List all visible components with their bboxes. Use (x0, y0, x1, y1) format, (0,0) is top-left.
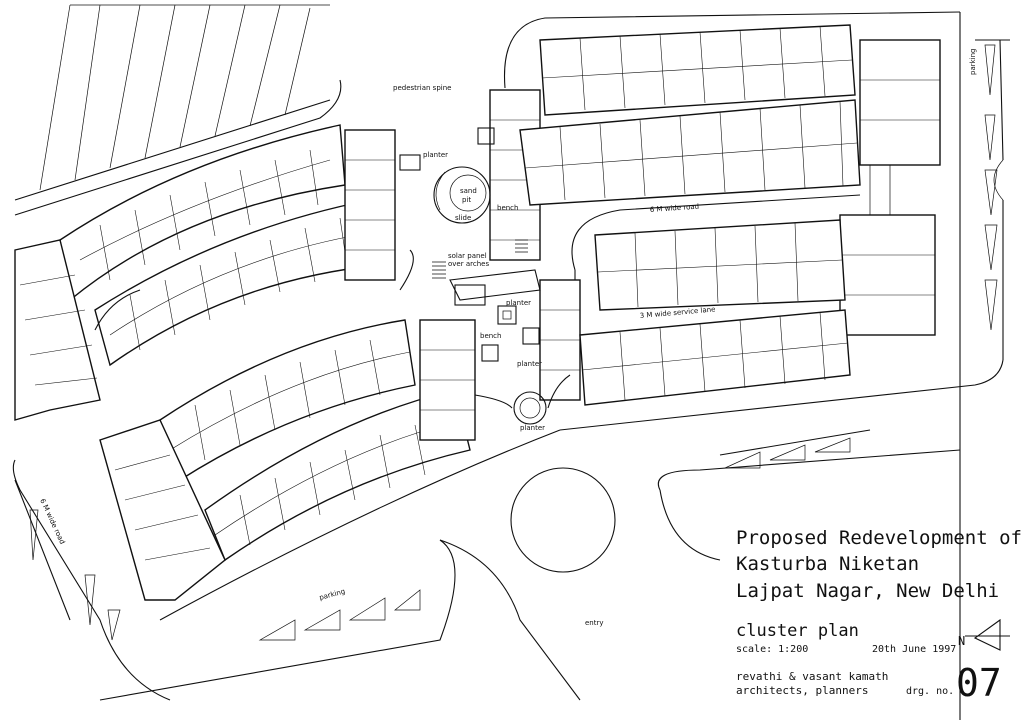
title-line-3: Lajpat Nagar, New Delhi (736, 580, 999, 602)
firm-line-2: architects, planners (736, 684, 868, 697)
housing-block-lower-left-end (99, 419, 226, 601)
drawing-number: 07 (956, 661, 1002, 705)
label-entry: entry (585, 619, 604, 627)
label-solar-panel: solar panel (448, 252, 487, 260)
housing-block-g (594, 219, 846, 311)
label-planter-middle: planter (506, 299, 531, 307)
housing-block-f (519, 99, 861, 206)
drawing-title: cluster plan (736, 621, 859, 641)
internal-road-curves (94, 194, 861, 331)
drawing-scale: scale: 1:200 (736, 644, 808, 655)
label-sand: sand (460, 187, 477, 195)
road-edges-top (503, 11, 1010, 720)
drg-no-label: drg. no. (906, 686, 954, 697)
parking-triangles-right (559, 39, 1004, 431)
label-6m-road-top: 6 M wide road (650, 203, 700, 214)
north-mark: N (958, 634, 965, 648)
label-parking-right: parking (969, 49, 977, 76)
central-spine-blocks (344, 89, 581, 441)
housing-block-right-end (839, 39, 941, 336)
title-line-1: Proposed Redevelopment of (736, 527, 1022, 549)
firm-line-1: revathi & vasant kamath (736, 670, 888, 683)
label-bench-top: bench (497, 204, 518, 212)
label-planter-top: planter (423, 151, 448, 159)
drawing-date: 20th June 1997 (872, 644, 956, 655)
label-over-arches: over arches (448, 260, 489, 268)
label-planter-lower: planter (517, 360, 542, 368)
label-pit: pit (462, 196, 471, 204)
housing-block-c (159, 319, 416, 482)
sand-pit-slide (433, 166, 491, 224)
label-bench-middle: bench (480, 332, 501, 340)
planters-benches (399, 127, 541, 362)
road-edges-bottom (12, 429, 961, 701)
label-slide: slide (455, 214, 471, 222)
north-arrow-icon: N (958, 618, 1010, 651)
central-circular-planter (474, 374, 571, 425)
title-block: Proposed Redevelopment of Kasturba Niket… (736, 527, 1022, 705)
housing-block-e (539, 24, 856, 116)
title-line-2: Kasturba Niketan (736, 553, 919, 575)
label-pedestrian-spine: pedestrian spine (393, 84, 451, 92)
housing-block-h (579, 309, 851, 406)
label-parking-bottom: parking (318, 587, 346, 602)
housing-block-left-end (14, 239, 101, 421)
parking-strip-top-left (14, 4, 342, 216)
label-planter-circle: planter (520, 424, 545, 432)
label-6m-road-left: 6 M wide road (38, 497, 66, 545)
